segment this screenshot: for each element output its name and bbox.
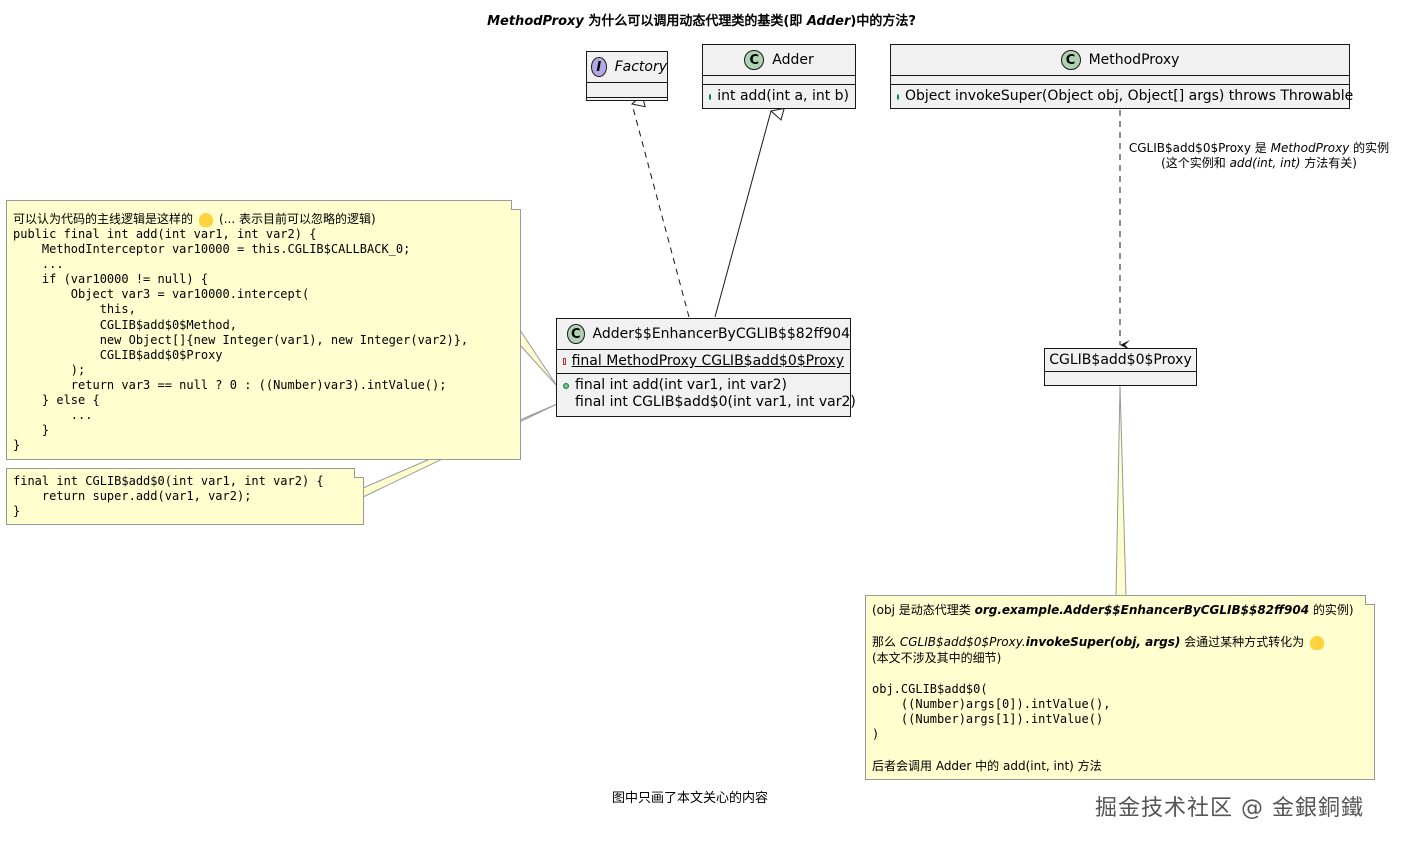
class-badge: C [744, 50, 765, 70]
adder-method: int add(int a, int b) [717, 88, 849, 104]
note-main-logic: 可以认为代码的主线逻辑是这样的(... 表示目前可以忽略的逻辑) public … [6, 200, 521, 460]
proxy-field: final MethodProxy CGLIB$add$0$Proxy [571, 353, 844, 369]
extends-adder-line [714, 111, 771, 318]
cglib-add-method: final int CGLIB$add$0(int var1, int var2… [575, 394, 856, 410]
note-right-connector [1115, 385, 1127, 597]
thumbs-down-icon [199, 212, 214, 227]
note-super-code: final int CGLIB$add$0(int var1, int var2… [13, 474, 324, 519]
proxy-object: CGLIB$add$0$Proxy [1044, 348, 1197, 386]
note-obj-line: (obj 是动态代理类 org.example.Adder$$EnhancerB… [872, 603, 1354, 617]
factory-name: Factory [614, 59, 667, 75]
implements-factory-line [632, 104, 690, 318]
proxy-object-name: CGLIB$add$0$Proxy [1049, 352, 1192, 368]
method-proxy-name: MethodProxy [1088, 52, 1180, 68]
adder-name: Adder [772, 52, 814, 68]
class-badge: C [1060, 50, 1081, 70]
adder-class: C Adder int add(int a, int b) [702, 44, 856, 109]
note-super-call: final int CGLIB$add$0(int var1, int var2… [6, 468, 364, 525]
thumbs-down-icon [1310, 635, 1325, 650]
interface-badge: I [591, 57, 607, 77]
class-badge: C [567, 324, 585, 344]
note-right-code: obj.CGLIB$add$0( ((Number)args[0]).intVa… [872, 682, 1111, 742]
enhancer-class: C Adder$$EnhancerByCGLIB$$82ff904 final … [556, 318, 856, 417]
note-main-code: public final int add(int var1, int var2)… [13, 227, 469, 453]
note-detail-line: (本文不涉及其中的细节) [872, 651, 1002, 665]
diagram-footer: 图中只画了本文关心的内容 [612, 791, 769, 806]
watermark: 掘金技术社区 @ 金銀銅鐵 [1095, 796, 1364, 821]
factory-interface: I Factory [586, 51, 668, 101]
enhancer-name: Adder$$EnhancerByCGLIB$$82ff904 [592, 326, 850, 342]
note-latter-line: 后者会调用 Adder 中的 add(int, int) 方法 [872, 759, 1102, 774]
note-invoke-super: (obj 是动态代理类 org.example.Adder$$EnhancerB… [865, 595, 1375, 780]
method-proxy-class: C MethodProxy Object invokeSuper(Object … [890, 44, 1354, 109]
note-intro: 可以认为代码的主线逻辑是这样的(... 表示目前可以忽略的逻辑) [13, 212, 376, 227]
note-then-line: 那么 CGLIB$add$0$Proxy.invokeSuper(obj, ar… [872, 634, 1368, 650]
add-method: final int add(int var1, int var2) [575, 377, 787, 393]
invoke-super-method: Object invokeSuper(Object obj, Object[] … [905, 88, 1354, 104]
note-main-connector [519, 329, 558, 387]
instance-edge-label: CGLIB$add$0$Proxy 是 MethodProxy 的实例 (这个实… [1128, 141, 1390, 170]
diagram-title: MethodProxy 为什么可以调用动态代理类的基类(即 Adder)中的方法… [487, 14, 916, 29]
